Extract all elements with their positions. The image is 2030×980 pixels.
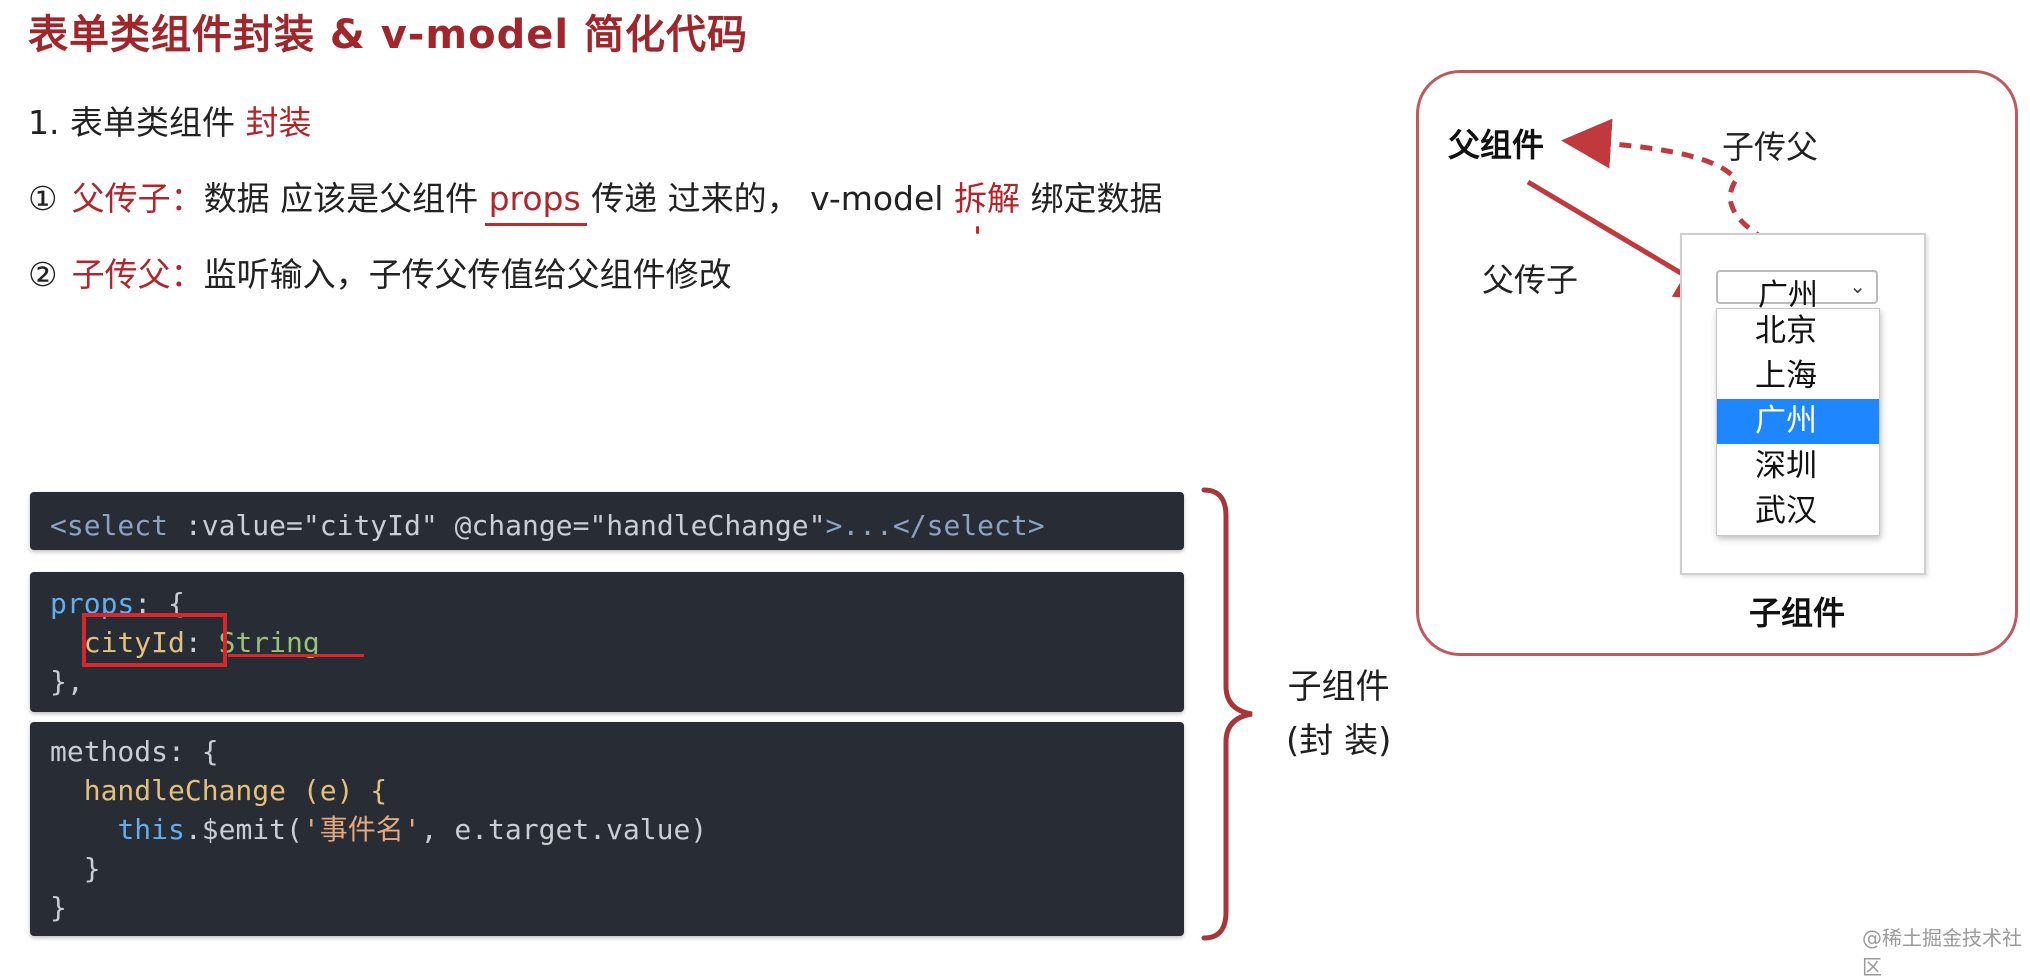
code-inner-close: }: [50, 852, 101, 885]
code-cityid-key: cityId: [83, 626, 185, 659]
page-title: 表单类组件封装 & v-model 简化代码: [28, 12, 748, 58]
code-emit-args: , e.target.value): [420, 813, 708, 846]
code-block-props: props: { cityId: String },: [30, 572, 1184, 712]
child-to-parent-label: 子传父: [1722, 128, 1819, 166]
code-attr-change: @change=: [437, 509, 590, 542]
point-3-text: 监听输入，子传父传值给父组件修改: [203, 255, 732, 294]
code-props-open: : {: [134, 587, 185, 620]
diagram-arrows: [1526, 118, 1768, 301]
code-methods-close: }: [50, 891, 67, 924]
chai-keyword: 拆解: [953, 172, 1020, 234]
chai-text: 拆解: [953, 179, 1020, 218]
curly-brace: [1201, 487, 1253, 941]
city-option[interactable]: 深圳: [1755, 448, 1817, 484]
chai-mark: [975, 226, 979, 234]
code-colon: :: [184, 626, 219, 659]
child-component-caption: 子组件: [1749, 594, 1846, 632]
point-3-label: 子传父：: [71, 255, 204, 294]
diagram-frame: [1416, 70, 2018, 656]
point-2-label: 父传子：: [71, 179, 204, 218]
point-2-marker: ①: [28, 179, 58, 218]
point-2-text-1: 数据 应该是父组件: [203, 179, 489, 218]
code-this: this: [117, 813, 185, 846]
highlight-box: [82, 613, 227, 667]
code-props-close: },: [50, 665, 84, 698]
highlight-underline: [228, 654, 364, 657]
code-emit: .$emit(: [184, 813, 303, 846]
parent-component-label: 父组件: [1448, 126, 1545, 164]
city-option-selected[interactable]: 广州: [1717, 399, 1879, 444]
point-1-highlight: 封装: [245, 103, 312, 142]
code-block-methods: methods: { handleChange (e) { this.$emit…: [30, 722, 1184, 936]
child-component-line-2: (封 装): [1286, 721, 1392, 761]
code-methods-key: methods: [50, 735, 169, 768]
chevron-down-icon: ⌄: [1849, 274, 1866, 298]
parent-to-child-label: 父传子: [1482, 261, 1579, 299]
code-attr-value: :value=: [184, 509, 303, 542]
child-to-parent-arrow: [1561, 118, 1768, 243]
point-3-marker: ②: [28, 255, 58, 294]
code-val-cityid: "cityId": [302, 509, 438, 542]
child-component-line-1: 子组件: [1287, 667, 1390, 707]
code-handlechange-line: handleChange (e) {: [50, 774, 388, 807]
point-1: 1. 表单类组件 封装: [28, 96, 311, 144]
city-options-list: 北京 上海 广州 深圳 武汉: [1716, 308, 1880, 536]
parent-to-child-arrow: [1526, 179, 1728, 301]
code-val-handlechange: "handleChange": [589, 509, 826, 542]
code-methods-open: : {: [168, 735, 219, 768]
code-block-select: <select :value="cityId" @change="handleC…: [30, 492, 1184, 550]
city-select-value: 广州: [1758, 278, 1818, 313]
code-select-open: <select: [50, 509, 185, 542]
props-underline: [484, 223, 587, 226]
point-1-prefix: 1. 表单类组件: [28, 103, 246, 142]
watermark: @稀土掘金技术社区: [1862, 926, 2022, 979]
code-string-type: String: [218, 626, 320, 659]
child-component-label: 子组件 (封 装): [1286, 660, 1391, 768]
city-option[interactable]: 武汉: [1755, 493, 1817, 529]
city-option[interactable]: 北京: [1755, 313, 1817, 349]
point-2-text-2: 传递 过来的， v-model: [580, 179, 954, 218]
code-event-name: '事件名': [302, 813, 421, 846]
code-select-close: >...</select>: [825, 509, 1045, 542]
props-keyword: props: [484, 179, 587, 226]
city-select[interactable]: 广州 ⌄: [1716, 270, 1878, 313]
point-2-text-3: 绑定数据: [1019, 179, 1163, 218]
point-3: ② 子传父：监听输入，子传父传值给父组件修改: [28, 248, 732, 296]
props-text: props: [488, 179, 581, 218]
city-option[interactable]: 上海: [1755, 358, 1817, 394]
